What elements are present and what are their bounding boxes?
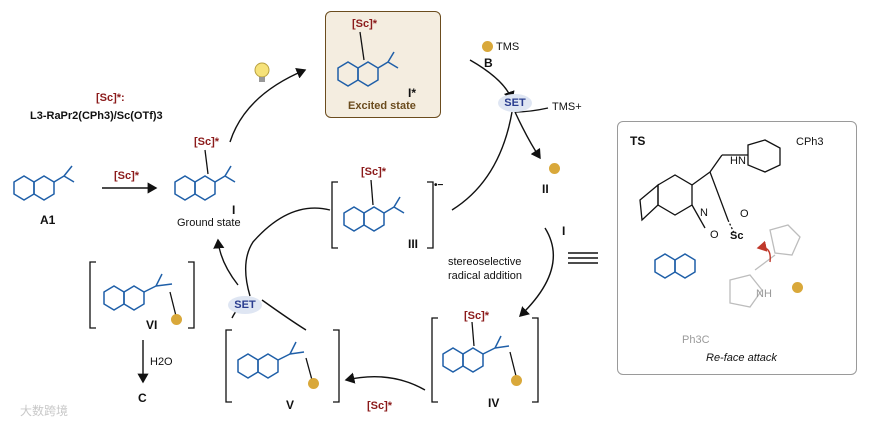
label-C: C bbox=[138, 391, 147, 405]
radical-addition-line1: stereoselective bbox=[448, 256, 522, 268]
ts-nh-bottom: NH bbox=[756, 288, 772, 300]
sc-tag-excited: [Sc]* bbox=[352, 18, 378, 30]
set-top: SET bbox=[498, 94, 532, 112]
label-III-charge: •− bbox=[434, 180, 444, 191]
ts-caption: Re-face attack bbox=[706, 352, 777, 364]
reagent-B-group: TMS bbox=[496, 41, 520, 53]
quinoline-excited bbox=[337, 51, 399, 87]
radical-II-dot bbox=[549, 163, 560, 174]
arrow-label-sc-release: [Sc]* bbox=[367, 400, 393, 412]
set-left: SET bbox=[228, 296, 262, 314]
radical-VI-dot bbox=[171, 314, 182, 325]
label-III: III bbox=[408, 237, 419, 251]
catalyst-formula: L3-RaPr2(CPh3)/Sc(OTf)3 bbox=[30, 110, 163, 122]
label-B: B bbox=[484, 56, 493, 70]
label-II: II bbox=[542, 182, 549, 196]
ts-n-left: N bbox=[700, 207, 708, 219]
quinoline-VI bbox=[103, 273, 173, 311]
label-VI: VI bbox=[146, 318, 158, 332]
label-IV: IV bbox=[488, 396, 500, 410]
catalyst-label: [Sc]*: bbox=[96, 92, 125, 104]
sc-tag-IV: [Sc]* bbox=[464, 310, 490, 322]
ts-sketch bbox=[639, 139, 781, 236]
ts-nh-top: HN bbox=[730, 155, 746, 167]
radical-V-dot bbox=[308, 378, 319, 389]
lightbulb-icon bbox=[254, 62, 270, 78]
radical-addition-line2: radical addition bbox=[448, 270, 522, 282]
quinoline-III bbox=[343, 196, 405, 232]
sc-tag-III: [Sc]* bbox=[361, 166, 387, 178]
excited-state-label: Excited state bbox=[348, 100, 416, 112]
label-A1: A1 bbox=[40, 213, 56, 227]
arrow-label-water: H2O bbox=[150, 356, 173, 368]
ts-ghost bbox=[729, 224, 801, 308]
sc-tag-I: [Sc]* bbox=[194, 136, 220, 148]
radical-B-dot bbox=[482, 41, 493, 52]
ts-cph3-bottom: Ph3C bbox=[682, 334, 710, 346]
quinoline-V bbox=[237, 341, 305, 379]
ts-quinoline bbox=[654, 253, 696, 279]
arrow-label-catalyst: [Sc]* bbox=[114, 170, 140, 182]
quinoline-I bbox=[174, 165, 236, 201]
label-V: V bbox=[286, 398, 295, 412]
radical-IV-dot bbox=[511, 375, 522, 386]
label-I: I bbox=[232, 203, 236, 217]
byproduct-label: TMS+ bbox=[552, 101, 582, 113]
ts-o-left: O bbox=[710, 229, 719, 241]
ts-title: TS bbox=[630, 134, 646, 148]
quinoline-IV bbox=[442, 335, 510, 373]
ts-sc: Sc bbox=[730, 230, 744, 242]
watermark: 大数跨境 bbox=[20, 404, 69, 418]
radical-ts-dot bbox=[792, 282, 803, 293]
transition-state-box bbox=[617, 121, 857, 375]
quinoline-A1 bbox=[13, 165, 75, 201]
label-I-star: I* bbox=[408, 86, 417, 100]
ts-cph3-top: CPh3 bbox=[796, 136, 824, 148]
ground-state-label: Ground state bbox=[177, 217, 241, 229]
ts-o-top: O bbox=[740, 208, 749, 220]
arrow-label-incoming-I: I bbox=[562, 224, 566, 238]
